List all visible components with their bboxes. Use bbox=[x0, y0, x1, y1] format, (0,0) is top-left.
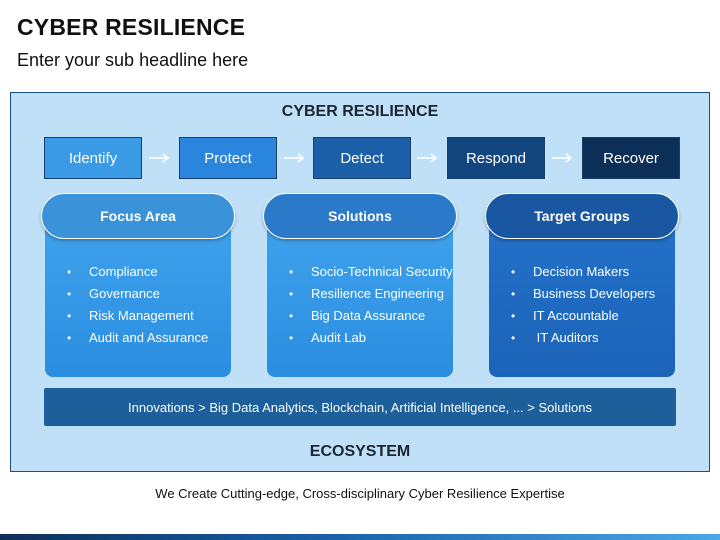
list-item: • IT Auditors bbox=[511, 327, 655, 349]
solutions-heading: Solutions bbox=[263, 193, 457, 239]
diagram-frame: CYBER RESILIENCE Identify Protect Detect… bbox=[10, 92, 710, 472]
focus-area-heading: Focus Area bbox=[41, 193, 235, 239]
list-item: •Socio-Technical Security bbox=[289, 261, 453, 283]
step-protect: Protect bbox=[179, 137, 277, 179]
innovations-bar: Innovations > Big Data Analytics, Blockc… bbox=[44, 388, 676, 426]
list-item: •Audit and Assurance bbox=[67, 327, 208, 349]
step-recover: Recover bbox=[582, 137, 680, 179]
target-groups-heading: Target Groups bbox=[485, 193, 679, 239]
right-arrow-icon bbox=[552, 153, 573, 163]
solutions-list: •Socio-Technical Security •Resilience En… bbox=[289, 261, 453, 349]
step-identify: Identify bbox=[44, 137, 142, 179]
bullet-icon: • bbox=[289, 309, 294, 323]
ecosystem-label: ECOSYSTEM bbox=[309, 443, 411, 460]
bullet-icon: • bbox=[511, 309, 516, 323]
bullet-icon: • bbox=[289, 287, 294, 301]
bullet-icon: • bbox=[67, 287, 72, 301]
bullet-icon: • bbox=[511, 287, 516, 301]
focus-area-list: •Compliance •Governance •Risk Management… bbox=[67, 261, 208, 349]
right-arrow-icon bbox=[284, 153, 305, 163]
list-item: •Compliance bbox=[67, 261, 208, 283]
list-item: •Business Developers bbox=[511, 283, 655, 305]
bullet-icon: • bbox=[67, 265, 72, 279]
list-item: •Decision Makers bbox=[511, 261, 655, 283]
bullet-icon: • bbox=[67, 331, 72, 345]
bullet-icon: • bbox=[511, 265, 516, 279]
right-arrow-icon bbox=[149, 153, 170, 163]
slide-title: CYBER RESILIENCE bbox=[17, 14, 246, 40]
right-arrow-icon bbox=[417, 153, 438, 163]
list-item: •IT Accountable bbox=[511, 305, 655, 327]
bullet-icon: • bbox=[511, 331, 516, 345]
diagram-title: CYBER RESILIENCE bbox=[281, 103, 439, 120]
bullet-icon: • bbox=[289, 331, 294, 345]
target-groups-list: •Decision Makers •Business Developers •I… bbox=[511, 261, 655, 349]
target-groups-card: •Decision Makers •Business Developers •I… bbox=[489, 223, 675, 377]
list-item: •Resilience Engineering bbox=[289, 283, 453, 305]
list-item: •Big Data Assurance bbox=[289, 305, 453, 327]
list-item: •Audit Lab bbox=[289, 327, 453, 349]
bullet-icon: • bbox=[67, 309, 72, 323]
step-respond: Respond bbox=[447, 137, 545, 179]
tagline: We Create Cutting-edge, Cross-disciplina… bbox=[155, 486, 565, 501]
bottom-accent-bar bbox=[0, 534, 720, 540]
slide-subtitle: Enter your sub headline here bbox=[17, 50, 249, 70]
bullet-icon: • bbox=[289, 265, 294, 279]
list-item: •Governance bbox=[67, 283, 208, 305]
step-detect: Detect bbox=[313, 137, 411, 179]
focus-area-card: •Compliance •Governance •Risk Management… bbox=[45, 223, 231, 377]
solutions-card: •Socio-Technical Security •Resilience En… bbox=[267, 223, 453, 377]
list-item: •Risk Management bbox=[67, 305, 208, 327]
